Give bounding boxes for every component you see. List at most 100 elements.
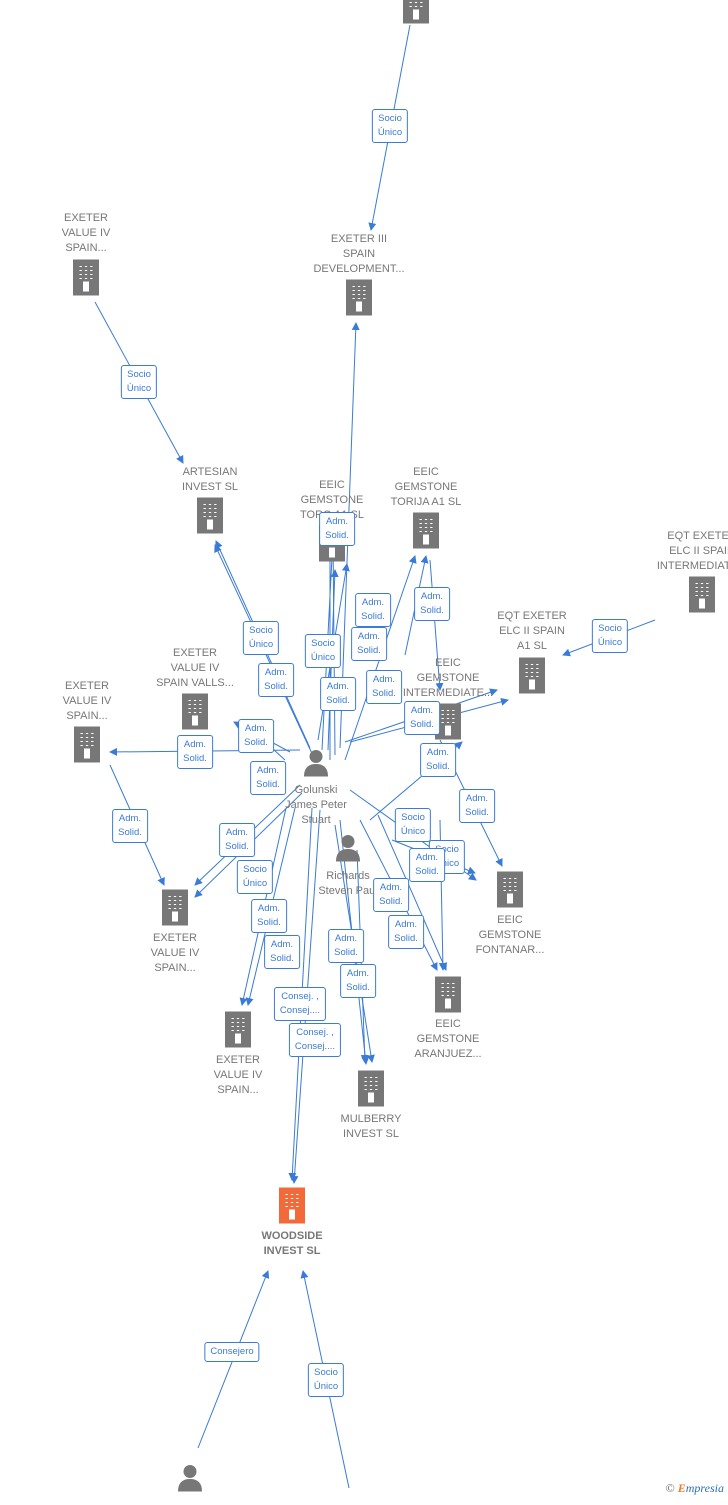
building-icon[interactable] <box>223 1011 253 1053</box>
edge-label-30[interactable]: Consej. ,Consej.... <box>273 987 327 1021</box>
edge-label-line: Solid. <box>334 947 358 958</box>
edge-label-line: Socio <box>401 812 425 823</box>
node-label-line: INVEST SL <box>342 1128 400 1140</box>
node-label-line: ARANJUEZ... <box>414 1048 482 1060</box>
edge-label-13[interactable]: Adm.Solid. <box>238 719 274 753</box>
edge-label-line: Socio <box>311 638 335 649</box>
edge-label-11[interactable]: Adm.Solid. <box>366 670 402 704</box>
node-label-line: INVEST SL <box>181 481 239 493</box>
edge-label-28[interactable]: Adm.Solid. <box>328 929 364 963</box>
node-label-line: TORIJA A1 SL <box>390 496 462 508</box>
edge-label-20[interactable]: Adm.Solid. <box>112 809 148 843</box>
building-icon[interactable] <box>180 693 210 735</box>
building-icon[interactable] <box>495 871 525 913</box>
edge-label-line: Solid. <box>183 753 207 764</box>
building-icon[interactable] <box>344 279 374 321</box>
edge-label-24[interactable]: Adm. Solid. <box>373 878 409 912</box>
node-label-line: EXETER III <box>330 233 388 245</box>
edge-label-26[interactable]: Adm.Solid. <box>388 915 424 949</box>
edge-label-line: Adm. <box>410 705 434 716</box>
edge-label-line: Único <box>400 826 426 837</box>
edge-label-32[interactable]: Consejero <box>204 1342 260 1362</box>
edge-label-line: Solid. <box>410 719 434 730</box>
node-label[interactable]: ARTESIAN INVEST SL <box>182 465 238 495</box>
person-icon[interactable] <box>334 834 362 867</box>
building-icon[interactable] <box>72 726 102 768</box>
edge-label-line: Adm. <box>264 667 288 678</box>
node-label-line: SPAIN... <box>65 242 107 254</box>
building-icon[interactable] <box>195 497 225 539</box>
edge-label-4[interactable]: Adm.Solid. <box>414 587 450 621</box>
edge-label-10[interactable]: Adm.Solid. <box>320 677 356 711</box>
node-label-line: VALUE IV <box>62 695 112 707</box>
edge-label-line: Adm. <box>346 968 370 979</box>
edge-label-31[interactable]: Consej. ,Consej.... <box>288 1023 342 1057</box>
node-label-line: EEIC <box>497 914 523 926</box>
edge-label-line: Adm. <box>244 723 268 734</box>
node-label-line: ARTESIAN <box>182 466 238 478</box>
building-icon[interactable] <box>411 512 441 554</box>
building-icon[interactable] <box>401 0 431 29</box>
edge-label-21[interactable]: Adm.Solid. <box>219 823 255 857</box>
building-icon[interactable] <box>433 976 463 1018</box>
edge-label-17[interactable]: Adm.Solid. <box>459 789 495 823</box>
edge-label-23[interactable]: Adm.Solid. <box>409 848 445 882</box>
node-label-line: Stuart <box>301 814 331 826</box>
building-icon[interactable] <box>277 1187 307 1229</box>
edge-label-12[interactable]: Adm. Solid. <box>404 701 440 735</box>
edge-label-25[interactable]: Adm.Solid. <box>251 899 287 933</box>
edge-label-line: Adm. <box>326 681 350 692</box>
node-label-line: VALUE IV <box>61 227 111 239</box>
node-label-line: GEMSTONE <box>300 494 364 506</box>
edge-label-line: Adm. <box>379 882 403 893</box>
person-icon[interactable] <box>176 1464 204 1497</box>
edge-label-14[interactable]: Adm.Solid. <box>177 735 213 769</box>
edge-label-line: Solid. <box>379 896 403 907</box>
node-label-line: James Peter <box>285 799 347 811</box>
edge-label-29[interactable]: Adm.Solid. <box>340 964 376 998</box>
edge-label-line: Solid. <box>361 611 385 622</box>
building-icon[interactable] <box>160 889 190 931</box>
edge-label-3[interactable]: Adm.Solid. <box>355 593 391 627</box>
node-label-line: EXETER <box>172 647 218 659</box>
edge-label-8[interactable]: Adm.Solid. <box>351 627 387 661</box>
edge-label-16[interactable]: Adm.Solid. <box>420 743 456 777</box>
edge-label-line: Único <box>597 637 623 648</box>
edge-label-line: Solid. <box>257 917 281 928</box>
edge-label-15[interactable]: Adm.Solid. <box>250 761 286 795</box>
edge-label-line: Socio <box>127 369 151 380</box>
building-icon[interactable] <box>71 259 101 301</box>
edge-label-line: Consejero <box>210 1346 254 1357</box>
edge-label-2[interactable]: Adm.Solid. <box>319 512 355 546</box>
person-icon[interactable] <box>302 749 330 782</box>
edge-label-9[interactable]: Adm.Solid. <box>258 663 294 697</box>
edge-label-27[interactable]: Adm.Solid. <box>264 935 300 969</box>
building-icon[interactable] <box>356 1070 386 1112</box>
building-icon[interactable] <box>687 576 717 618</box>
building-icon[interactable] <box>517 657 547 699</box>
